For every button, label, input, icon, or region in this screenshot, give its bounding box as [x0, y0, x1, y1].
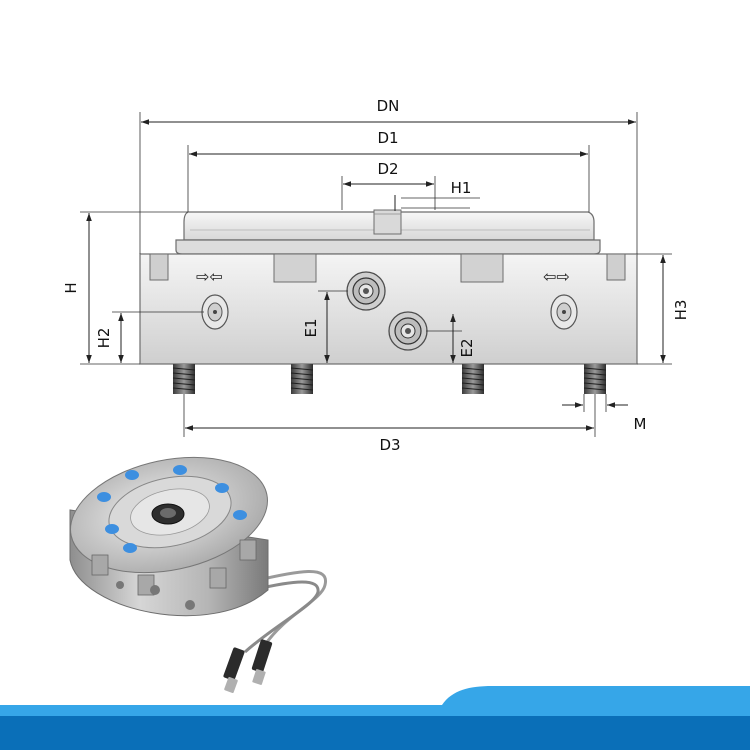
direction-arrows-right: ⇦⇨ — [543, 267, 570, 286]
bolt-4 — [583, 364, 607, 394]
label-d2: D2 — [377, 160, 398, 178]
product-photo — [69, 456, 327, 694]
pocket-left-outer — [149, 253, 169, 281]
side-features — [91, 539, 257, 610]
label-e1: E1 — [302, 318, 320, 337]
bolt-3 — [461, 364, 485, 394]
label-h1: H1 — [451, 179, 472, 197]
label-m: M — [634, 415, 647, 433]
side-hole-left — [201, 294, 229, 330]
label-h3: H3 — [672, 300, 690, 321]
direction-arrows-left: ⇨⇦ — [196, 267, 223, 286]
connector-1 — [223, 647, 245, 694]
side-hole-right — [550, 294, 578, 330]
bolt-2 — [290, 364, 314, 394]
blue-markers — [97, 465, 247, 553]
air-port-upper — [346, 271, 386, 311]
pocket-right-inner — [460, 253, 504, 283]
label-h2: H2 — [95, 328, 113, 349]
label-dn: DN — [377, 97, 400, 115]
label-d1: D1 — [377, 129, 398, 147]
dimension-annotations: DN D1 D2 H1 H H2 — [62, 97, 690, 454]
connector-2 — [251, 639, 273, 685]
air-port-lower — [388, 311, 428, 351]
label-d3: D3 — [379, 436, 400, 454]
bolt-1 — [172, 364, 196, 394]
bottom-banner — [0, 686, 750, 750]
front-view-drawing: ⇨⇦ ⇦⇨ — [62, 97, 690, 454]
label-e2: E2 — [458, 338, 476, 357]
main-body: ⇨⇦ ⇦⇨ — [139, 253, 638, 365]
pocket-left-inner — [273, 253, 317, 283]
pocket-right-outer — [606, 253, 626, 281]
mounting-bolts — [172, 364, 607, 394]
air-cables — [223, 570, 327, 694]
top-plate — [175, 209, 601, 255]
label-h: H — [62, 282, 80, 293]
